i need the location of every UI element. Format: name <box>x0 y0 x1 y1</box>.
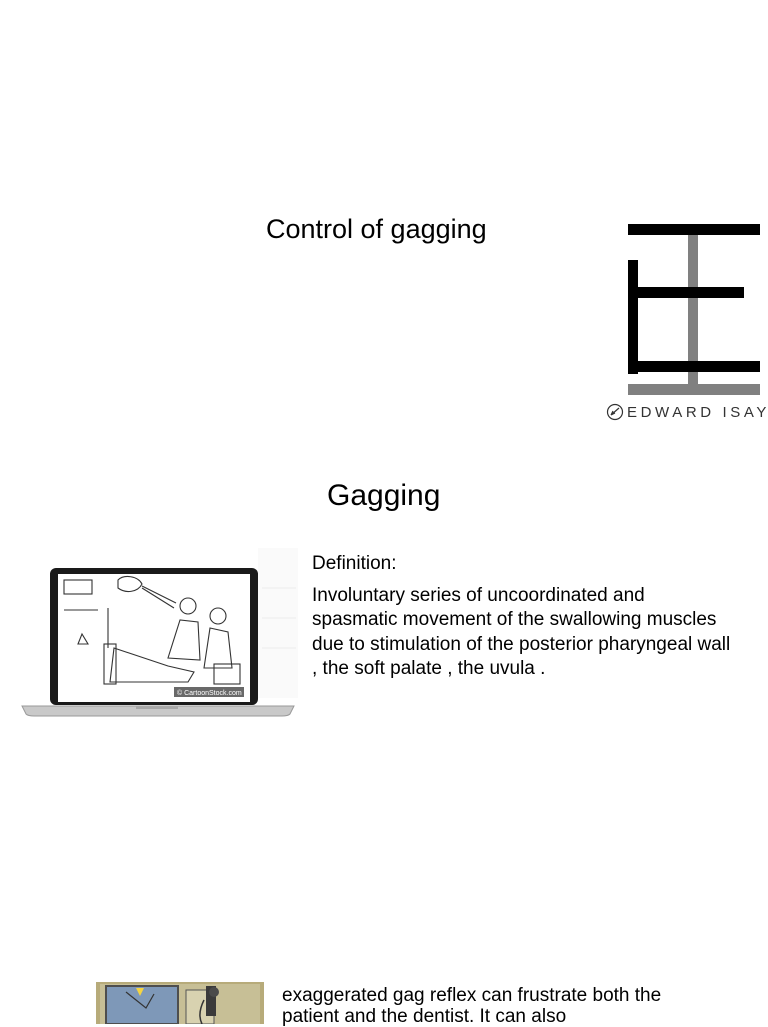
laptop-cartoon-image: © CartoonStock.com <box>21 548 298 717</box>
laptop-screen <box>58 574 250 702</box>
background-pattern <box>258 548 298 698</box>
logo-caption: EDWARD ISAYED <box>606 403 768 421</box>
ei-logo <box>628 224 760 395</box>
logo-black-vertical <box>628 260 638 374</box>
laptop-base <box>21 705 295 717</box>
slide3-text: exaggerated gag reflex can frustrate bot… <box>282 985 662 1027</box>
definition-label: Definition: <box>312 553 397 574</box>
logo-black-bottom <box>628 361 760 372</box>
dentist-cartoon <box>63 575 241 685</box>
definition-text: Involuntary series of uncoordinated and … <box>312 585 731 680</box>
slide-title: Control of gagging <box>266 214 487 244</box>
logo-gray-bottom <box>628 384 760 395</box>
cartoon-watermark-bg <box>174 687 244 697</box>
slide-title: Gagging <box>327 479 441 512</box>
logo-caption-text: EDWARD ISAYED <box>627 403 768 421</box>
laptop-base-notch <box>136 706 178 709</box>
cartoon-watermark: © CartoonStock.com <box>177 689 242 697</box>
logo-gray-vertical <box>688 226 698 390</box>
logo-black-middle <box>628 287 744 298</box>
logo-black-top <box>628 224 760 235</box>
copyright-icon <box>606 403 624 421</box>
slide3-cartoon-image <box>96 982 264 1024</box>
